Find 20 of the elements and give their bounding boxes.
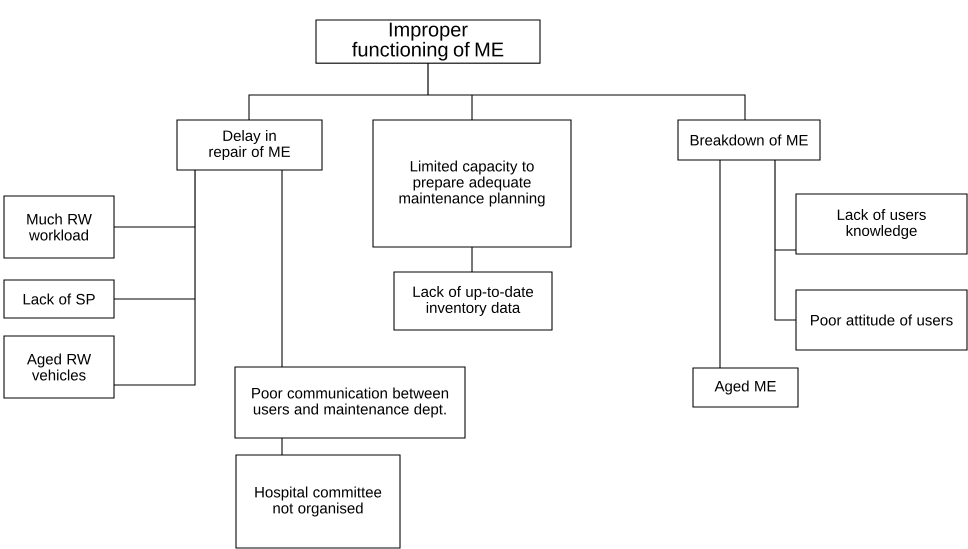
text-box: Lack of users knowledge bbox=[795, 193, 968, 255]
connector-line bbox=[774, 160, 796, 321]
text-box: Aged RW vehicles bbox=[3, 335, 115, 399]
connector-line bbox=[719, 160, 721, 368]
connector-line bbox=[281, 170, 283, 367]
connector-line bbox=[114, 170, 196, 386]
text-box: Poor attitude of users bbox=[795, 289, 968, 351]
text-box: Delay in repair of ME bbox=[176, 119, 323, 171]
connector-line bbox=[281, 438, 283, 455]
text-box: Much RW workload bbox=[3, 195, 115, 259]
text-box: Hospital committee not organised bbox=[235, 454, 401, 549]
text-box: Breakdown of ME bbox=[677, 119, 821, 161]
text-box: Improper functioning of ME bbox=[315, 19, 541, 64]
text-box: Lack of SP bbox=[3, 279, 115, 319]
text-box: Aged ME bbox=[692, 367, 799, 408]
text-box: Limited capacity to prepare adequate maintenance planning bbox=[372, 119, 572, 248]
connector-line bbox=[471, 247, 473, 272]
text-box: Poor communication between users and maintenance dept. bbox=[234, 366, 466, 439]
text-box: Lack of up-to-date inventory data bbox=[393, 271, 553, 331]
connector-line bbox=[427, 63, 746, 120]
